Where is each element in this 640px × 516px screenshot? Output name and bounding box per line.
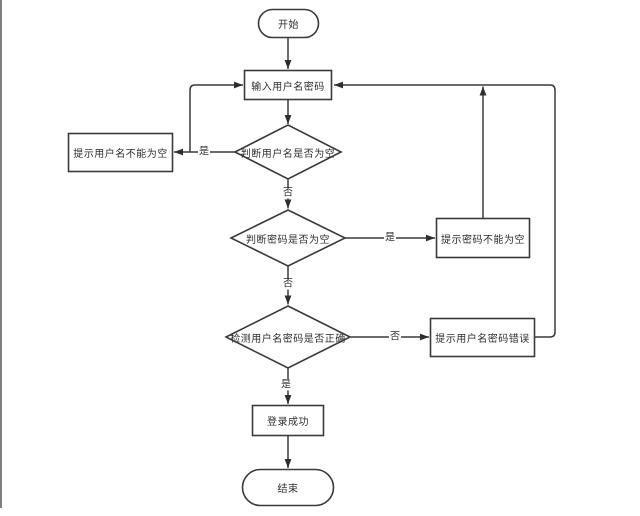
node-start-shape — [257, 8, 320, 39]
node-input-shape — [243, 69, 333, 101]
node-success-shape — [251, 404, 325, 437]
edge-prompt-username-return — [189, 81, 243, 152]
node-prompt-username-shape — [67, 132, 174, 173]
node-check-password-shape — [229, 209, 347, 267]
node-check-username-shape — [233, 124, 343, 180]
left-border-line — [0, 0, 2, 508]
node-end-shape — [241, 468, 335, 507]
node-prompt-password-shape — [435, 217, 531, 259]
edge-prompt-error-return — [334, 81, 556, 338]
node-prompt-error-shape — [429, 317, 536, 358]
node-check-correct-shape — [224, 305, 352, 369]
